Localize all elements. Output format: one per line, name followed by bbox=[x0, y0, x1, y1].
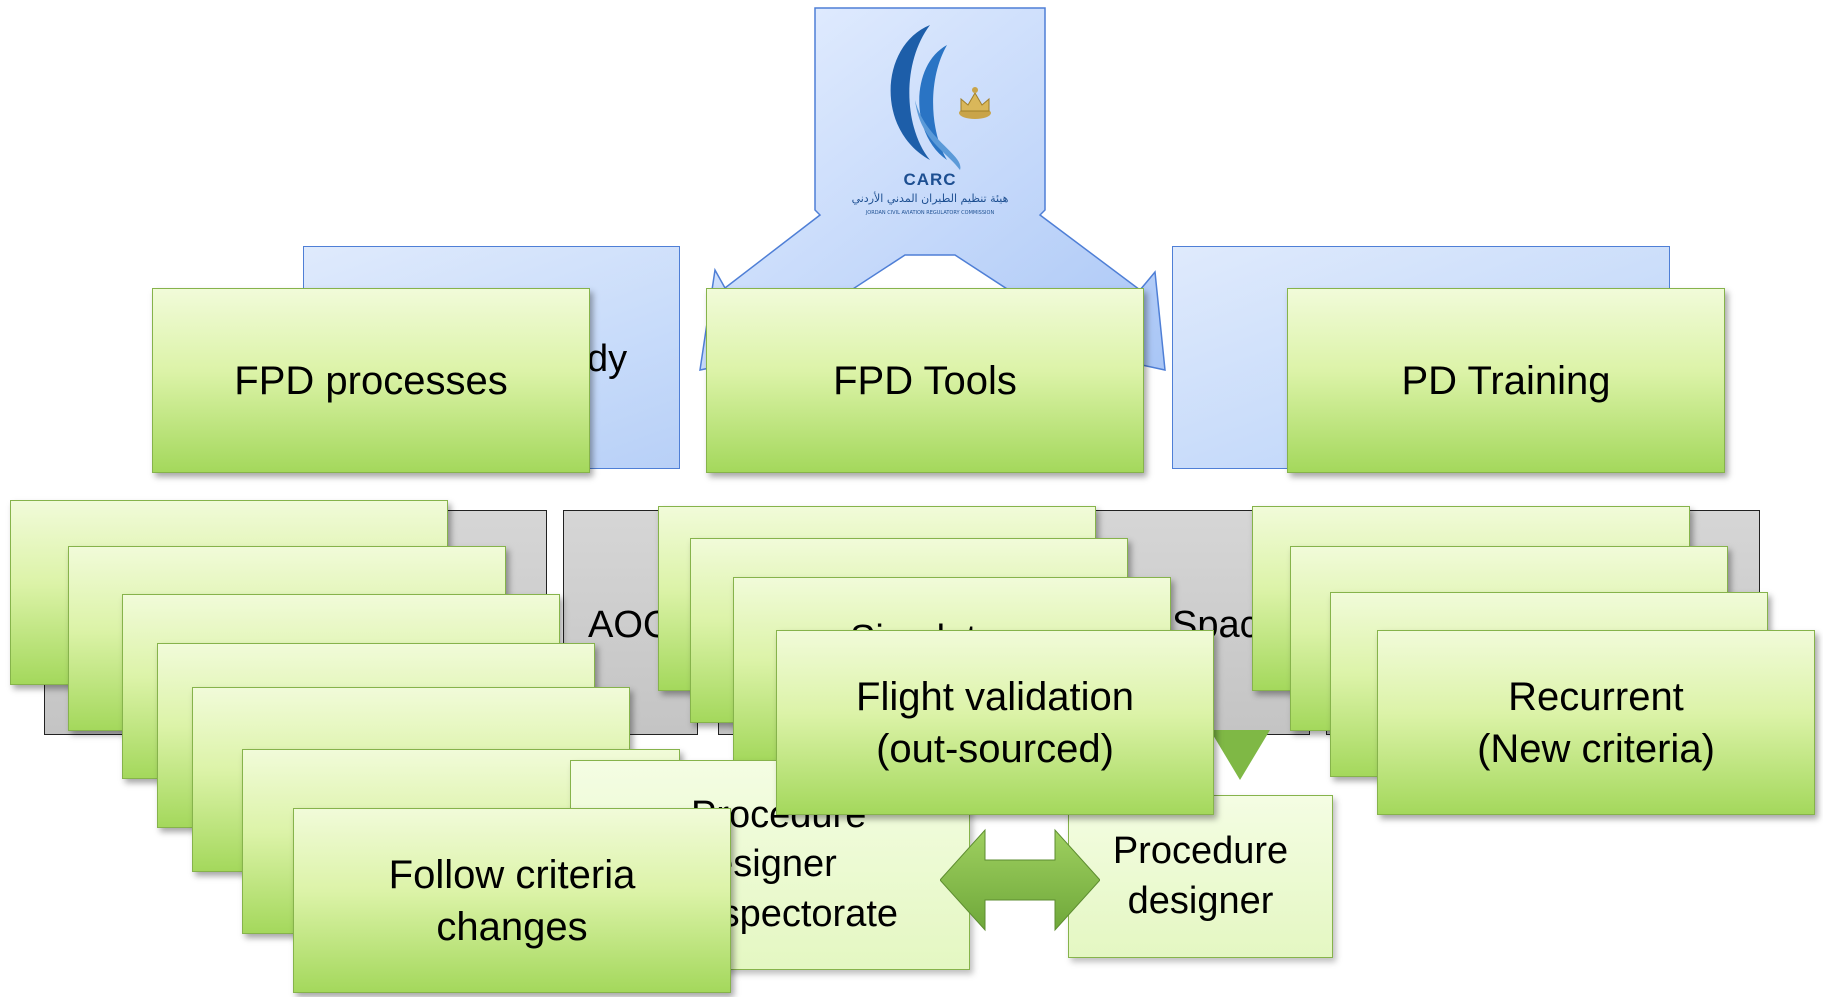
recurrent-box: Recurrent (New criteria) bbox=[1377, 630, 1815, 815]
logo-english: JORDAN CIVIL AVIATION REGULATORY COMMISS… bbox=[865, 210, 995, 216]
fragment-aoc: AOC bbox=[588, 604, 671, 646]
flight-validation-box: Flight validation (out-sourced) bbox=[776, 630, 1214, 815]
fragment-study: dy bbox=[587, 338, 628, 380]
procedure-designer-box: Procedure designer bbox=[1068, 795, 1333, 958]
logo-emblem-icon bbox=[890, 25, 991, 170]
double-arrow-icon bbox=[940, 828, 1100, 932]
small-arrow-icon bbox=[1210, 730, 1270, 780]
logo-name: CARC bbox=[903, 170, 957, 189]
carc-logo: CARC هيئة تنظيم الطيران المدني الأردني J… bbox=[835, 20, 1025, 230]
logo-arabic: هيئة تنظيم الطيران المدني الأردني bbox=[851, 192, 1009, 205]
fpd-tools-box: FPD Tools bbox=[706, 288, 1144, 473]
fpd-processes-box: FPD processes bbox=[152, 288, 590, 473]
pd-training-box: PD Training bbox=[1287, 288, 1725, 473]
follow-criteria-box: Follow criteria changes bbox=[293, 808, 731, 993]
